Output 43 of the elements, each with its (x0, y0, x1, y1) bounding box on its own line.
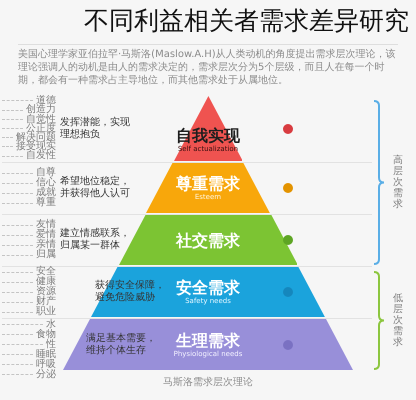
tier-description: 满足基本需要，维持个体生存 (86, 332, 157, 356)
need-item-label: 尊重 (36, 198, 56, 208)
need-item-label: 职业 (36, 307, 56, 317)
need-item-label: 水 (46, 320, 56, 330)
need-item-label: 睡眠 (36, 350, 56, 360)
need-item-label: 安全 (36, 267, 56, 277)
need-item-label: 自发性 (26, 151, 56, 161)
brace-label: 高层次需求 (393, 155, 403, 210)
need-item-label: 创造力 (26, 105, 56, 115)
need-item-label: 信心 (36, 178, 56, 188)
brace-label: 低层次需求 (393, 293, 403, 348)
need-item-label: 成就 (36, 188, 56, 198)
need-item-label: 公正度 (26, 124, 56, 134)
pyramid-tier (146, 163, 270, 213)
tier-title: 尊重需求 (176, 174, 240, 193)
need-item-label: 道德 (36, 96, 56, 106)
pyramid-tier (63, 319, 353, 370)
need-item-label: 性 (46, 340, 56, 350)
tier-title: 生理需求 (176, 330, 240, 350)
page-title: 不同利益相关者需求差异研究 (84, 6, 409, 36)
need-item-label: 呼吸 (36, 360, 56, 370)
need-item-label: 分泌 (36, 370, 56, 380)
need-item-label: 解决问题 (16, 133, 56, 142)
tier-title: 社交需求 (176, 230, 240, 250)
need-item-label: 食物 (36, 330, 56, 340)
need-item-label: 爱情 (36, 230, 56, 240)
need-item-label: 亲情 (36, 240, 56, 250)
need-item-label: 资源 (36, 287, 56, 297)
pyramid-tier (118, 215, 298, 265)
need-item-label: 接受现实 (16, 142, 56, 152)
need-item-label: 健康 (36, 277, 56, 287)
figure-caption: 马斯洛需求层次理论 (163, 377, 253, 389)
tier-title: 安全需求 (176, 278, 240, 297)
intro-paragraph: 美国心理学家亚伯拉罕·马斯洛(Maslow.A.H)从人类动机的角度提出需求层次理论，该理论强调人的动机是由人的需求决定的，需求层次分为5个层级，而且人在每一个时期，都会有一种需求占主导地位，而其他需求处于从属地位。 (18, 48, 397, 87)
tier-description: 发挥潜能，实现理想抱负 (60, 116, 131, 140)
tier-description: 希望地位稳定，并获得他人认可 (60, 176, 131, 200)
need-item-label: 自尊 (36, 168, 56, 178)
need-item-label: 财产 (36, 297, 56, 307)
need-item-label: 自觉性 (26, 114, 56, 124)
need-item-label: 友情 (36, 220, 56, 230)
pyramid-tier (91, 267, 325, 317)
tier-description: 建立情感联系，归属某一群体 (60, 228, 131, 252)
need-item-label: 归属 (36, 250, 56, 260)
